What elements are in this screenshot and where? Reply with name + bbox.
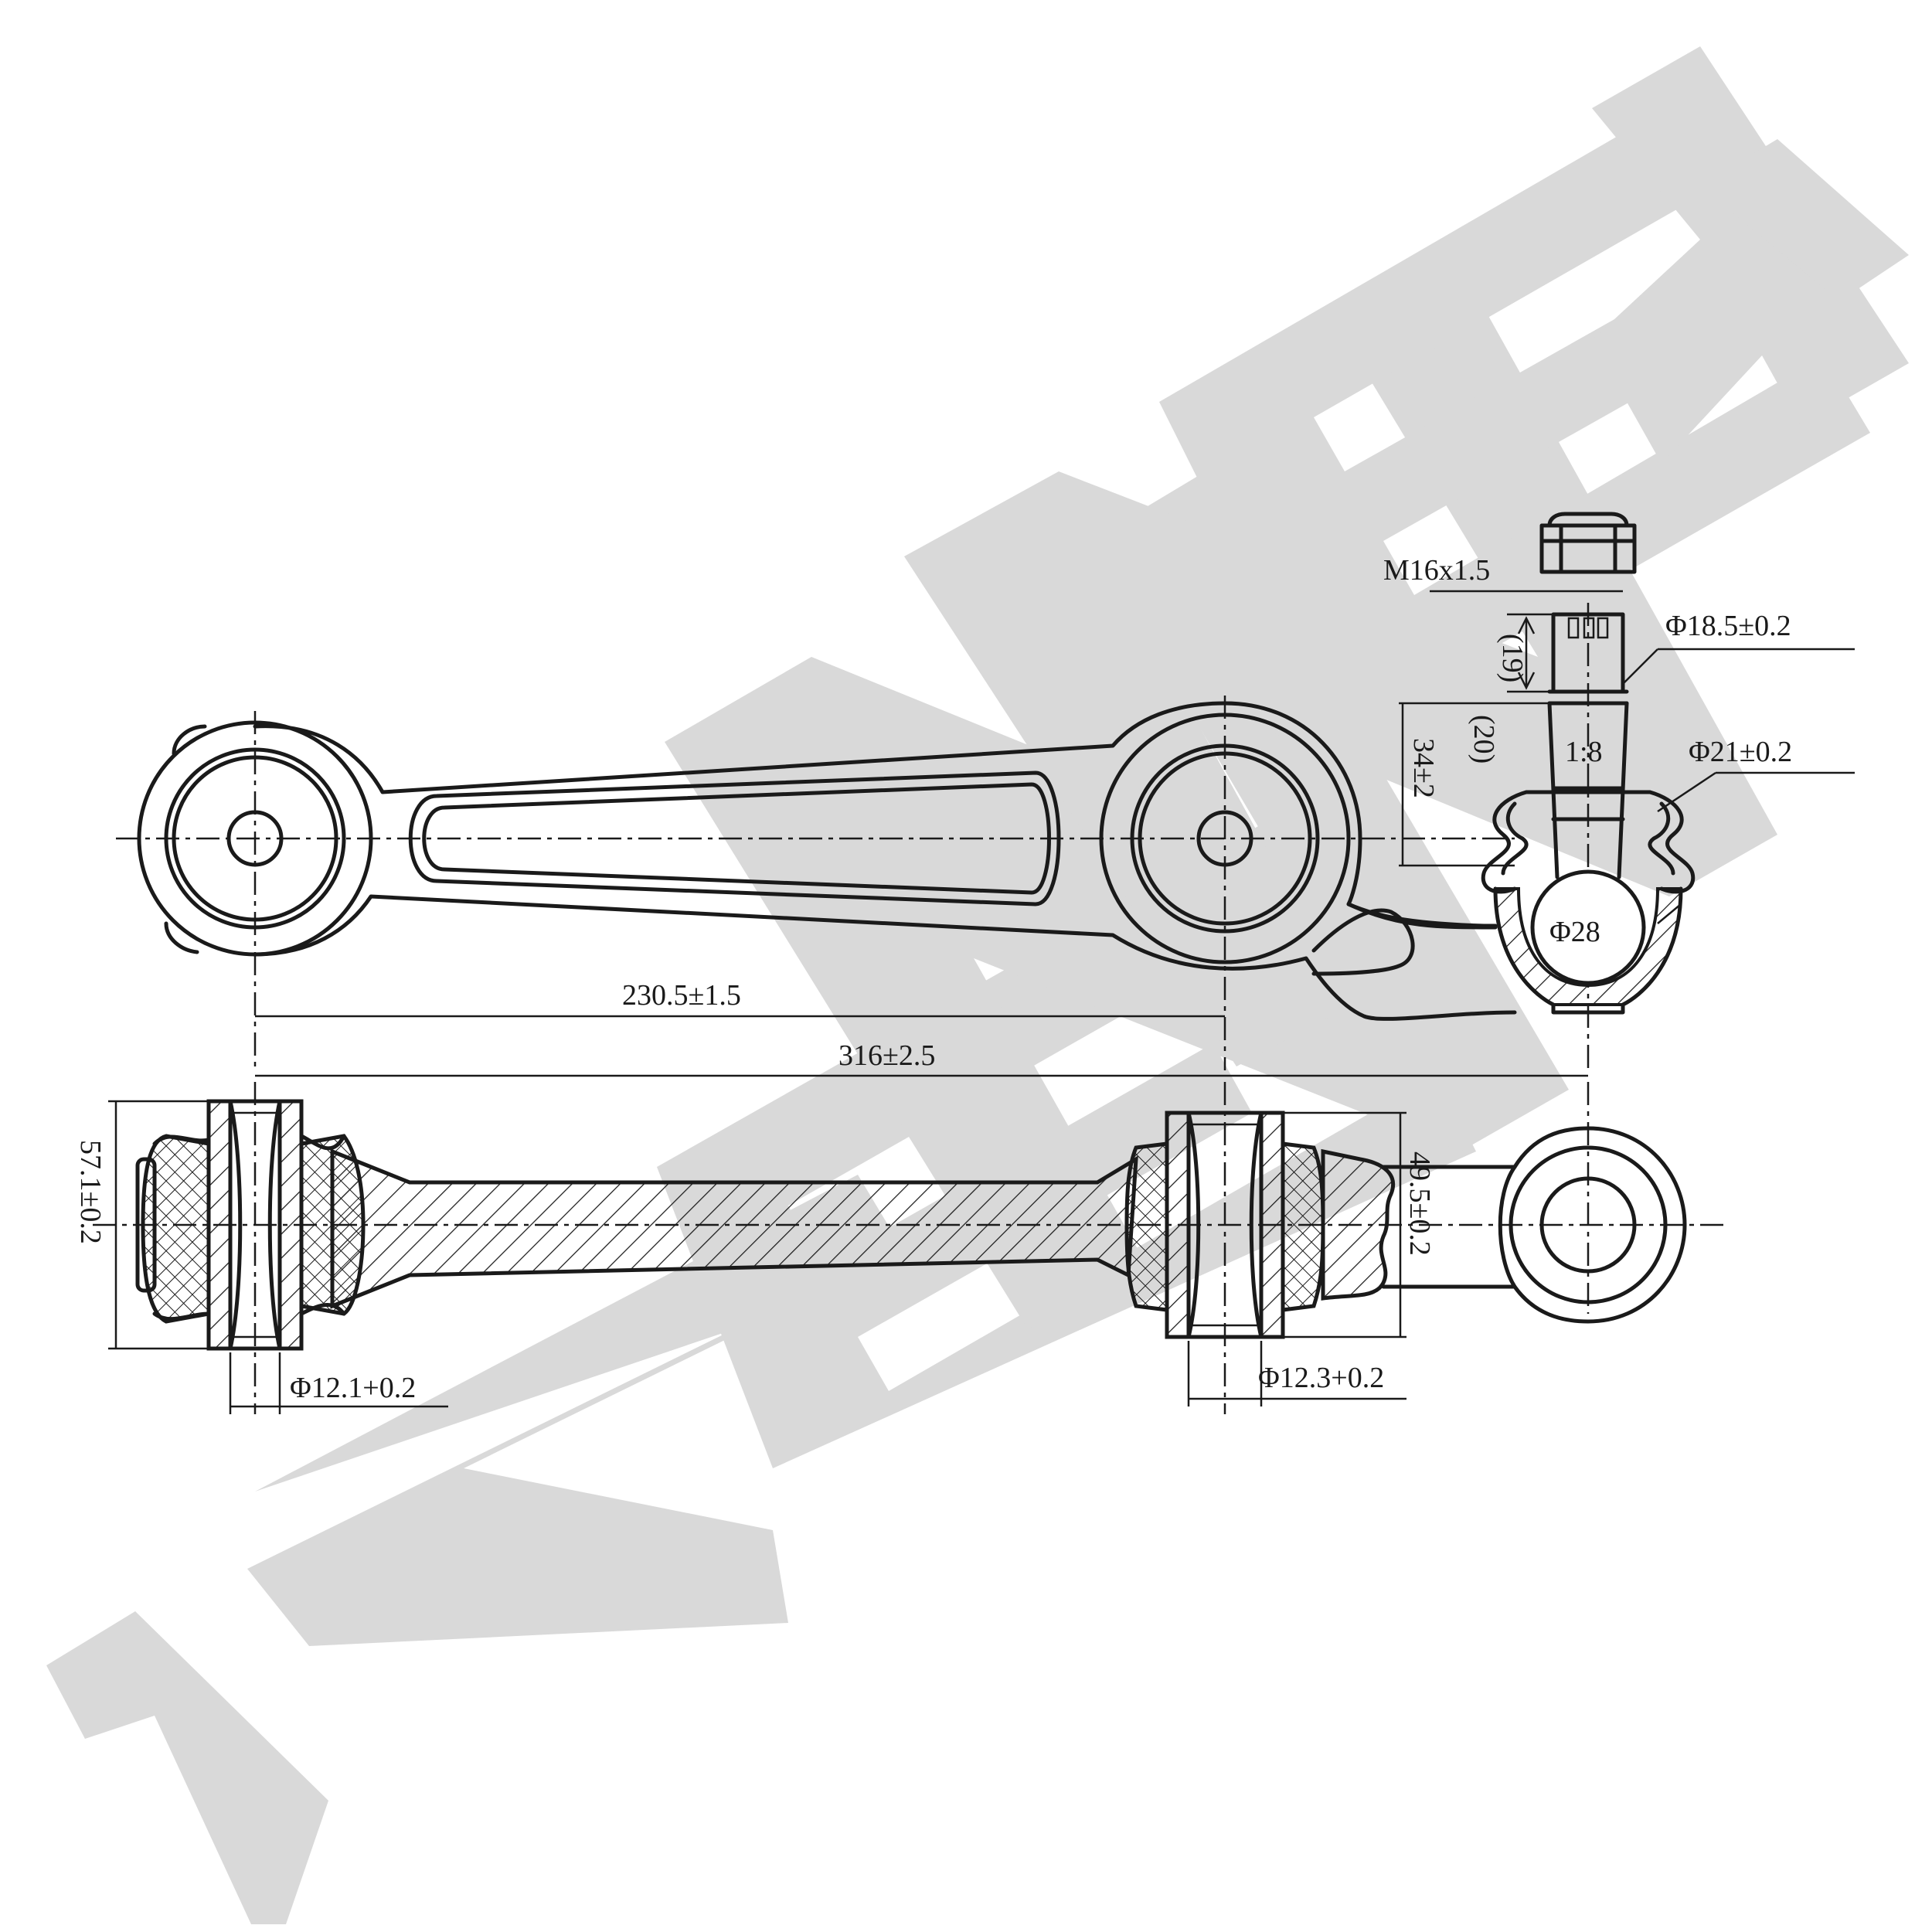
front-eye-inner [1130,743,1320,934]
rear-eye-bore [226,810,284,867]
label-taper: 1:8 [1565,736,1603,768]
side-view [93,1082,1723,1414]
rear-bushing-outer [152,1099,346,1351]
watermark [46,46,1909,1924]
front-eye-bore [1196,810,1253,867]
rear-eye-inner2 [172,755,338,922]
top-view [116,512,1855,1077]
label-front-bushing-width: 49.5±0.2 [1403,1151,1436,1256]
arm-tab [1311,908,1415,976]
front-bushing-rubber-r [1281,1141,1325,1312]
arm-rib-outer [408,770,1061,906]
label-rear-bore: Φ12.1+0.2 [290,1372,416,1404]
front-housing-section [1321,1148,1396,1301]
label-stud-height: 34±2 [1407,738,1440,798]
label-thread-length: (19) [1496,634,1529,682]
arm-rib-inner [422,782,1051,895]
label-boot-diameter: Φ21±0.2 [1689,736,1792,768]
front-sleeve [1186,1111,1264,1339]
ball-joint-socket-section [1493,887,1683,1006]
label-bushing-spacing: 230.5±1.5 [622,979,741,1012]
label-rear-bushing-width: 57.1±0.2 [74,1140,107,1244]
front-eye-outer [1099,713,1351,964]
ball-joint-eye-side [1498,1126,1687,1324]
rear-sleeve [228,1099,282,1351]
label-ball-diameter: Φ28 [1549,916,1600,948]
rear-bushing-rubber-r [299,1134,366,1316]
label-stud-length: (20) [1468,715,1500,764]
dimension-labels: M16x1.5 (19) (20) Φ18.5±0.2 1:8 Φ21±0.2 … [74,554,1792,1404]
label-stud-diameter: Φ18.5±0.2 [1665,610,1791,642]
rubber-boot [1481,790,1696,894]
label-total-length: 316±2.5 [838,1039,935,1072]
front-eye-inner2 [1138,751,1312,926]
castle-nut [1539,523,1637,574]
front-bushing-rubber [1124,1141,1169,1312]
label-thread: M16x1.5 [1383,554,1490,587]
ball-stud-ball [1530,869,1646,985]
label-front-bore: Φ12.3+0.2 [1258,1362,1384,1394]
rear-eye-outer [137,720,373,957]
rear-eye-inner [164,747,346,930]
